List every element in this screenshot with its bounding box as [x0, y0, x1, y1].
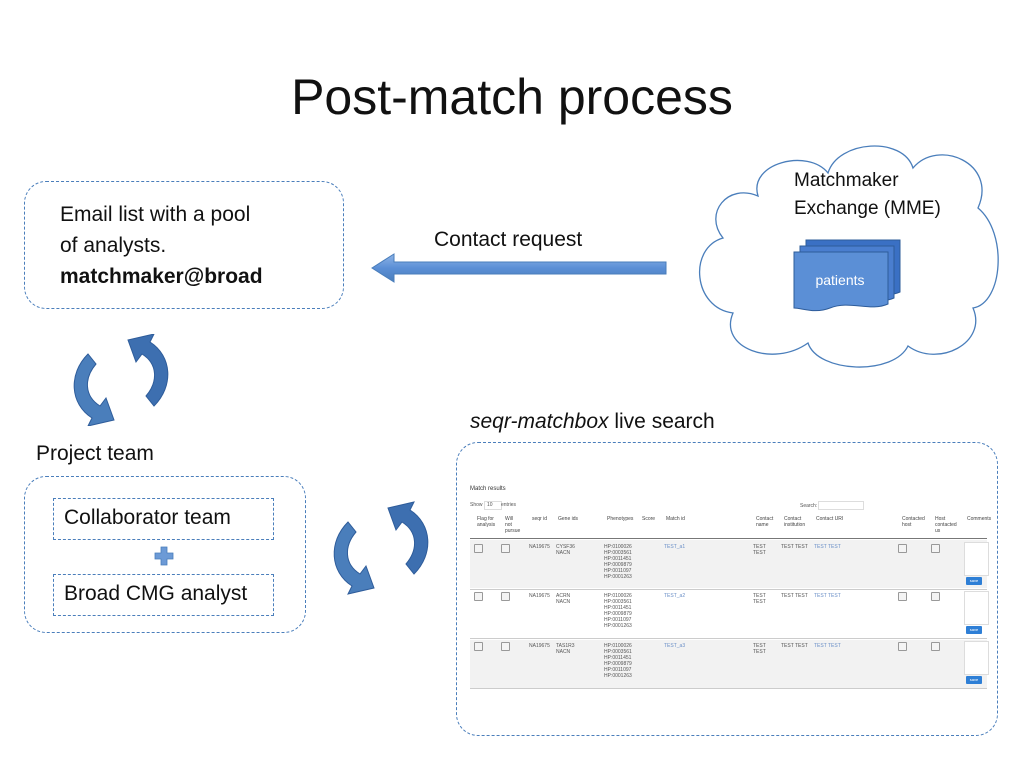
show-label: Show	[470, 502, 483, 508]
mme-title-line-2: Exchange (MME)	[794, 198, 941, 219]
email-address: matchmaker@broad	[60, 265, 263, 288]
search-screenshot-box	[456, 442, 998, 736]
table-heading: Match results	[470, 486, 506, 492]
table-search-label: Search:	[800, 503, 818, 509]
search-caption: seqr-matchbox live search	[470, 410, 715, 434]
project-team-box	[24, 476, 306, 633]
not-pursue-checkbox[interactable]	[501, 642, 510, 651]
match-id-link[interactable]: TEST_a2	[664, 593, 686, 599]
flag-checkbox[interactable]	[474, 642, 483, 651]
col-header[interactable]: Comments	[967, 516, 992, 522]
left-arrow-icon	[371, 253, 667, 283]
host-contacted-checkbox[interactable]	[931, 642, 940, 651]
col-header[interactable]: Contacted host	[902, 516, 925, 528]
search-caption-rest: live search	[608, 410, 715, 433]
email-line-2: of analysts.	[60, 234, 167, 257]
phenotypes: HP:0100026 HP:0003561 HP:0011451 HP:0009…	[604, 643, 632, 679]
flag-checkbox[interactable]	[474, 592, 483, 601]
project-team-label: Project team	[36, 442, 154, 465]
not-pursue-checkbox[interactable]	[501, 592, 510, 601]
email-list-box	[24, 181, 344, 309]
flag-checkbox[interactable]	[474, 544, 483, 553]
seqr-id: NA19675	[529, 544, 550, 550]
col-header[interactable]: Phenotypes	[607, 516, 634, 522]
plus-icon	[154, 546, 174, 566]
col-header[interactable]: Match id	[666, 516, 685, 522]
col-header[interactable]: Host contacted us	[935, 516, 957, 534]
contacted-host-checkbox[interactable]	[898, 592, 907, 601]
contact-uri-link[interactable]: TEST TEST	[814, 643, 841, 649]
broad-cmg-analyst-box: Broad CMG analyst	[53, 574, 274, 616]
contact-request-label: Contact request	[434, 228, 583, 251]
col-header[interactable]: Score	[642, 516, 656, 522]
match-id-link[interactable]: TEST_a3	[664, 643, 686, 649]
collaborator-team-box: Collaborator team	[53, 498, 274, 540]
comments-textarea[interactable]	[964, 641, 989, 675]
mme-title-line-1: Matchmaker	[794, 170, 899, 191]
col-header[interactable]: Will not pursue	[505, 516, 521, 534]
row-divider	[470, 638, 987, 639]
match-id-link[interactable]: TEST_a1	[664, 544, 686, 550]
col-header[interactable]: Flag for analysis	[477, 516, 496, 528]
save-button[interactable]: save	[966, 676, 982, 684]
header-divider	[470, 538, 987, 539]
table-search-input[interactable]	[818, 501, 864, 510]
contact-name: TEST TEST	[753, 544, 766, 556]
page-title: Post-match process	[291, 69, 733, 125]
contact-institution: TEST TEST	[781, 593, 808, 599]
host-contacted-checkbox[interactable]	[931, 592, 940, 601]
contact-institution: TEST TEST	[781, 544, 808, 550]
host-contacted-checkbox[interactable]	[931, 544, 940, 553]
save-button[interactable]: save	[966, 577, 982, 585]
search-caption-italic: seqr-matchbox	[470, 410, 609, 433]
documents-icon	[793, 239, 901, 312]
contact-institution: TEST TEST	[781, 643, 808, 649]
gene-ids: ACRN NACN	[556, 593, 571, 605]
contact-uri-link[interactable]: TEST TEST	[814, 544, 841, 550]
row-divider	[470, 688, 987, 689]
contact-uri-link[interactable]: TEST TEST	[814, 593, 841, 599]
contacted-host-checkbox[interactable]	[898, 642, 907, 651]
entries-label: entries	[501, 502, 517, 508]
seqr-id: NA19675	[529, 643, 550, 649]
cycle-arrows-icon	[73, 334, 169, 426]
match-results-table: Match results Show 10 entries Search: Fl…	[470, 484, 992, 694]
gene-ids: CYSF36 NACN	[556, 544, 575, 556]
cycle-arrows-icon	[333, 501, 429, 595]
email-line-1: Email list with a pool	[60, 203, 251, 226]
row-divider	[470, 589, 987, 590]
gene-ids: TAS1R3 NACN	[556, 643, 575, 655]
save-button[interactable]: save	[966, 626, 982, 634]
seqr-id: NA19675	[529, 593, 550, 599]
patients-label: patients	[815, 272, 865, 288]
not-pursue-checkbox[interactable]	[501, 544, 510, 553]
col-header[interactable]: Contact institution	[784, 516, 806, 528]
show-entries-select[interactable]: 10	[484, 501, 502, 510]
email-list-text: Email list with a pool of analysts. matc…	[60, 199, 263, 292]
contacted-host-checkbox[interactable]	[898, 544, 907, 553]
col-header[interactable]: Contact name	[756, 516, 774, 528]
mme-title: Matchmaker Exchange (MME)	[794, 167, 941, 223]
contact-name: TEST TEST	[753, 643, 766, 655]
phenotypes: HP:0100026 HP:0003561 HP:0011451 HP:0009…	[604, 593, 632, 629]
comments-textarea[interactable]	[964, 542, 989, 576]
phenotypes: HP:0100026 HP:0003561 HP:0011451 HP:0009…	[604, 544, 632, 580]
col-header[interactable]: Contact URI	[816, 516, 844, 522]
col-header[interactable]: Gene ids	[558, 516, 579, 522]
comments-textarea[interactable]	[964, 591, 989, 625]
col-header[interactable]: seqr id	[532, 516, 548, 522]
contact-name: TEST TEST	[753, 593, 766, 605]
